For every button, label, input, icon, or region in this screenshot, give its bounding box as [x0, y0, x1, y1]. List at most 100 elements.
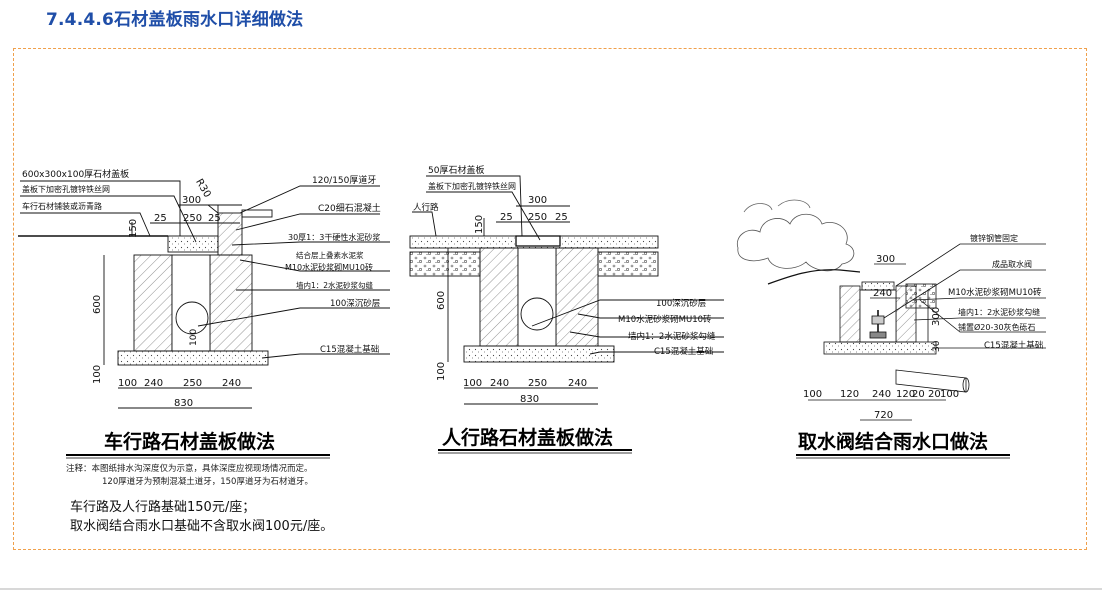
diagram-vehicle-road-labels: 600x300x100厚石材盖板 盖板下加密孔镀锌铁丝网 车行石材铺装或沥青路 … — [22, 168, 381, 459]
shrub-outline — [736, 213, 855, 272]
valve-left-wall — [839, 285, 861, 343]
right-brick-wall — [209, 254, 253, 352]
dim-bottom-3-1: 100 — [803, 389, 822, 400]
label-valve: 成品取水阀 — [992, 259, 1032, 269]
valve-base — [869, 331, 887, 339]
price-notes: 车行路及人行路基础150元/座； 取水阀结合雨水口基础不含取水阀100元/座。 — [70, 498, 333, 536]
label-cover-slab: 600x300x100厚石材盖板 — [22, 168, 129, 180]
note-line-1: 注释：本图纸排水沟深度仅为示意，具体深度应视现场情况而定。 — [66, 464, 313, 474]
valve-cover — [861, 281, 895, 291]
label-c15-base-3: C15混凝土基础 — [984, 340, 1043, 351]
label-gravel: 铺置Ø20-30灰色砾石 — [958, 322, 1036, 332]
label-fine-concrete: C20细石混凝土 — [318, 202, 381, 214]
dim-bottom-1: 100 — [118, 378, 137, 389]
dim-sand-depth: 100 — [189, 329, 199, 346]
concrete-base-2 — [463, 345, 615, 363]
page-divider — [0, 588, 1102, 590]
pipe-end — [962, 377, 970, 393]
dim-bottom-3-4: 120 — [896, 389, 915, 400]
leader-2d — [531, 299, 724, 327]
leader-r6 — [197, 307, 390, 327]
diagram-water-valve-labels: 镀锌钢管固定 成品取水阀 M10水泥砂浆砌MU10砖 墙内1：2水泥砂浆勾缝 铺… — [796, 233, 1043, 459]
dim-top-part-2-3: 25 — [555, 212, 568, 223]
dim-base-height-2: 100 — [436, 362, 447, 381]
curb-cap — [241, 209, 273, 218]
dim-bottom-3-3: 240 — [872, 389, 891, 400]
dim-height-3: 300 — [931, 307, 942, 326]
dim-top-3: 300 — [876, 254, 895, 265]
label-sidewalk: 人行路 — [413, 202, 439, 213]
left-gravel-bed — [409, 251, 481, 277]
leader-2g — [589, 351, 724, 355]
diagram-pedestrian-road-labels: 50厚石材盖板 盖板下加密孔镀锌铁丝网 人行路 100深沉砂层 M10水泥砂浆砌… — [413, 164, 716, 454]
dim-bottom-2-3: 250 — [528, 378, 547, 389]
pit-chamber — [171, 254, 211, 352]
label-c15-base: C15混凝土基础 — [320, 344, 379, 355]
label-stone-cover: 50厚石材盖板 — [428, 164, 484, 176]
leader-2b — [426, 191, 541, 241]
curb-radius — [206, 204, 219, 214]
dim-body-height-2: 600 — [436, 291, 447, 310]
drawing-frame — [13, 48, 1087, 550]
dim-top-width-2: 300 — [528, 195, 547, 206]
dim-total: 830 — [174, 398, 193, 409]
dim-bottom-2-1: 100 — [463, 378, 482, 389]
label-brick-3: M10水泥砂浆砌MU10砖 — [948, 287, 1042, 298]
left-brick-wall — [133, 254, 173, 352]
leader-r4 — [239, 259, 390, 272]
dim-bottom-3-5: 20 — [912, 389, 925, 400]
dim-total-3: 720 — [874, 410, 893, 421]
leader-3e — [919, 299, 1046, 333]
caption-pedestrian-road: 人行路石材盖板做法 — [442, 426, 613, 449]
left-brick-wall-2 — [479, 247, 519, 347]
dim-top-part-2-1: 25 — [500, 212, 513, 223]
label-c15-base-2: C15混凝土基础 — [654, 346, 713, 357]
ground-slope — [767, 269, 861, 285]
pit-chamber-2 — [517, 247, 557, 347]
price-line-2: 取水阀结合雨水口基础不含取水阀100元/座。 — [70, 519, 334, 534]
dim-bottom-2-4: 240 — [568, 378, 587, 389]
leader-2 — [20, 195, 197, 243]
price-line-1: 车行路及人行路基础150元/座； — [70, 500, 256, 515]
dim-bottom-3-2: 120 — [840, 389, 859, 400]
valve-right-wall — [895, 285, 917, 343]
label-curb: 120/150厚道牙 — [312, 174, 376, 186]
valve-body — [871, 315, 885, 325]
dim-body-height: 600 — [92, 295, 103, 314]
leader-2e — [577, 313, 724, 319]
outlet-pipe — [175, 301, 209, 335]
label-sand-layer: 100深沉砂层 — [330, 298, 380, 309]
leader-3a — [895, 243, 1046, 287]
dim-bottom-4: 240 — [222, 378, 241, 389]
dim-small-3: 30 — [932, 340, 942, 352]
leader-2c — [412, 211, 437, 237]
dim-inner-3: 240 — [873, 288, 892, 299]
shrub-branch — [743, 199, 811, 213]
diagram-pedestrian-road — [409, 175, 724, 405]
dim-top-part-3: 25 — [208, 213, 221, 224]
leader-r7 — [261, 353, 390, 359]
dim-total-2: 830 — [520, 394, 539, 405]
dim-bottom-2: 240 — [144, 378, 163, 389]
valve-concrete-base — [823, 341, 937, 355]
leader-2f — [569, 331, 724, 338]
concrete-base — [117, 350, 269, 366]
label-joint-2: 墙内1：2水泥砂浆勾缝 — [628, 331, 716, 342]
dim-bottom-3-7: 100 — [940, 389, 959, 400]
diagram-water-valve — [736, 199, 1046, 421]
label-joint-3: 墙内1：2水泥砂浆勾缝 — [958, 307, 1040, 317]
pavement-layer — [167, 235, 219, 253]
dim-top-width: 300 — [182, 195, 201, 206]
leader-3 — [20, 212, 151, 237]
leader-r2 — [235, 213, 380, 231]
leader-r3 — [231, 241, 390, 246]
dim-top-part-1: 25 — [154, 213, 167, 224]
dim-top-height-2: 150 — [474, 215, 485, 234]
dim-bottom-3: 250 — [183, 378, 202, 389]
label-brick-2: M10水泥砂浆砌MU10砖 — [618, 314, 712, 325]
leader-2a — [426, 175, 523, 237]
leader-r1 — [239, 185, 380, 214]
stone-cover — [515, 235, 561, 247]
dim-curb-height: 150 — [128, 219, 139, 238]
